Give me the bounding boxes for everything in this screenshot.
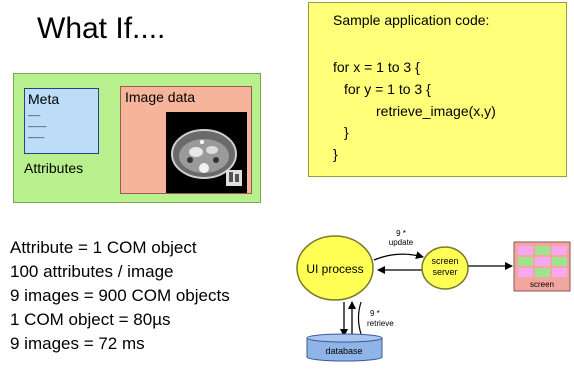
meta-line: --------: [28, 135, 45, 142]
screen-tile: [535, 257, 550, 266]
screen-tile: [518, 268, 533, 277]
database-label: database: [325, 346, 362, 356]
ct-scan-image: [166, 112, 247, 193]
screen-tile: [518, 257, 533, 266]
ui-process-label: UI process: [306, 262, 363, 276]
page-title: What If....: [37, 12, 166, 45]
stat-line: 9 images = 900 COM objects: [10, 286, 230, 305]
image-data-box: Image data: [120, 86, 252, 194]
stat-line: 9 images = 72 ms: [10, 334, 145, 353]
retrieve-count-label: 9 *: [370, 309, 380, 318]
update-count-label: 9 *: [396, 229, 406, 238]
stat-line: 100 attributes / image: [10, 262, 174, 281]
attributes-label: Attributes: [24, 160, 84, 176]
code-line: for y = 1 to 3 {: [344, 81, 431, 97]
stat-line: Attribute = 1 COM object: [10, 238, 197, 257]
code-line: for x = 1 to 3 {: [333, 59, 420, 75]
sample-code-box: Sample application code: for x = 1 to 3 …: [308, 2, 567, 177]
screen-label: screen: [530, 280, 554, 289]
meta-line: ---------: [28, 124, 47, 131]
update-label: update: [389, 238, 414, 247]
screen-tile: [535, 246, 550, 255]
screen-grid: [518, 246, 567, 277]
ui-process-node: [296, 235, 374, 301]
screen-server-label: screen: [431, 256, 458, 266]
code-line: retrieve_image(x,y): [376, 103, 496, 119]
update-arrow: [373, 251, 424, 261]
database-cylinder: [306, 333, 383, 362]
screen-tile: [518, 246, 533, 255]
screen-tile: [535, 268, 550, 277]
retrieve-label: retrieve: [367, 319, 394, 328]
code-header: Sample application code:: [333, 12, 490, 28]
meta-box: Meta ------ --------- --------: [24, 88, 99, 154]
screen-tile: [552, 268, 567, 277]
code-line: }: [344, 124, 349, 140]
screen-tile: [552, 246, 567, 255]
screen-server-label: server: [432, 267, 457, 277]
screen-server-node: [421, 246, 469, 290]
meta-line: ------: [28, 113, 41, 120]
screen-display: [513, 241, 571, 292]
retrieve-loop: [357, 301, 362, 335]
code-line: }: [333, 146, 338, 162]
image-data-label: Image data: [125, 89, 196, 105]
meta-label: Meta: [28, 91, 60, 107]
screen-tile: [552, 257, 567, 266]
stat-line: 1 COM object = 80µs: [10, 310, 171, 329]
